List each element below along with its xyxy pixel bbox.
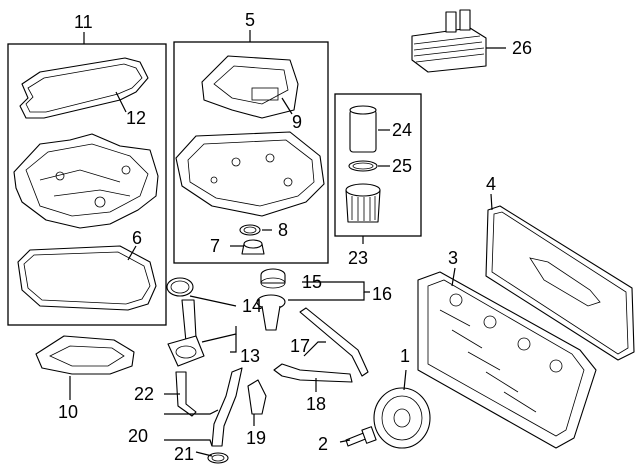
callout-20: 20 <box>128 426 148 446</box>
part-22-bracket <box>175 371 197 417</box>
part-19-hose <box>247 379 267 415</box>
part-18-tube <box>273 363 353 383</box>
group-frame-23 <box>334 93 422 237</box>
callout-13: 13 <box>240 346 260 366</box>
callout-14: 14 <box>242 296 262 316</box>
callout-12: 12 <box>126 108 146 128</box>
part-10-shield <box>35 335 135 375</box>
leader-lines <box>69 30 506 457</box>
callout-23: 23 <box>348 248 368 268</box>
callout-2: 2 <box>318 434 328 454</box>
part-24-filter-element <box>349 105 377 153</box>
part-2-bolt <box>345 426 377 447</box>
callout-4: 4 <box>486 174 496 194</box>
callout-15: 15 <box>302 272 322 292</box>
part-7-drain-plug <box>241 239 265 255</box>
part-3-cylinder-head <box>417 271 597 449</box>
part-26-oil-cooler <box>411 9 487 73</box>
part-8-drain-seal <box>239 224 261 236</box>
callout-11: 11 <box>74 12 93 32</box>
part-14-seal-ring <box>166 277 194 297</box>
group-frame-11 <box>7 43 167 326</box>
filter-cap <box>345 183 381 223</box>
part-1-pulley <box>373 387 431 449</box>
callout-10: 10 <box>58 402 78 422</box>
callout-18: 18 <box>306 394 326 414</box>
callout-21: 21 <box>174 444 194 464</box>
part-16-filler-neck <box>256 294 286 331</box>
part-25-filter-seal <box>348 160 378 172</box>
callout-5: 5 <box>245 10 255 30</box>
part-12-gasket <box>19 57 149 119</box>
part-20-dipstick-tube <box>211 367 243 447</box>
callout-6: 6 <box>132 228 142 248</box>
callout-19: 19 <box>246 428 266 448</box>
callout-7: 7 <box>210 236 220 256</box>
part-6-gasket <box>17 245 157 311</box>
part-13-tube-assembly <box>167 299 205 367</box>
callout-9: 9 <box>292 112 302 132</box>
callout-24: 24 <box>392 120 412 140</box>
callout-17: 17 <box>290 336 310 356</box>
upper-oil-pan <box>13 133 159 229</box>
part-17-tube <box>299 307 369 377</box>
callout-25: 25 <box>392 156 412 176</box>
group-frame-5 <box>173 41 329 264</box>
callout-16: 16 <box>372 284 392 304</box>
part-15-filler-cap <box>260 268 286 289</box>
part-21-o-ring <box>207 452 229 464</box>
callout-26: 26 <box>512 38 532 58</box>
lower-oil-pan <box>175 131 325 217</box>
callout-3: 3 <box>448 248 458 268</box>
callout-22: 22 <box>134 384 154 404</box>
part-9-baffle <box>201 55 299 119</box>
callout-1: 1 <box>400 346 410 366</box>
part-4-cover-gasket <box>485 205 635 361</box>
callout-8: 8 <box>278 220 288 240</box>
